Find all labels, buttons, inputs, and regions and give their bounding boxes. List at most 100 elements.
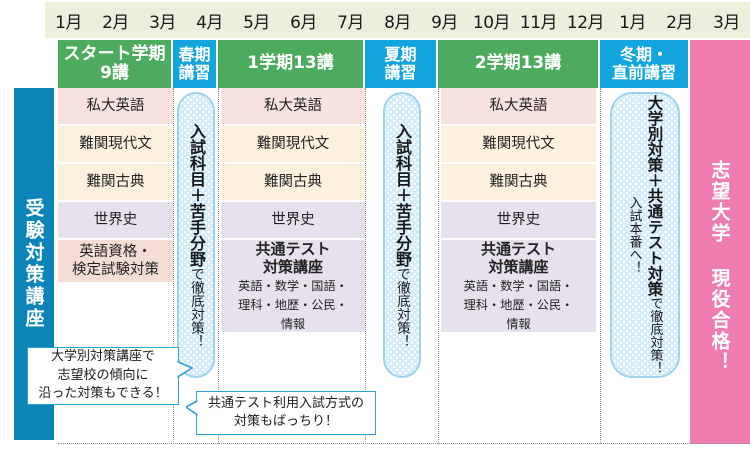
capsule-summer-bold: 入試科目＋苦手分野 bbox=[393, 122, 412, 267]
subject-label: 難関現代文 bbox=[482, 135, 555, 152]
term-header-semester1: 1学期13講 bbox=[218, 40, 365, 88]
month-label: 12月 bbox=[566, 12, 605, 33]
term-title-line1: 1学期13講 bbox=[247, 53, 334, 74]
column-divider bbox=[218, 88, 219, 444]
capsule-winter-program: 大学別対策＋共通テスト対策で徹底対策！入試本番へ！ bbox=[610, 92, 680, 378]
term-title-line2: 9講 bbox=[100, 63, 129, 83]
capsule-spring-program: 入試科目＋苦手分野で徹底対策！ bbox=[177, 92, 215, 378]
sidebar-label-text: 受験対策講座 bbox=[22, 198, 45, 330]
column-divider bbox=[365, 88, 366, 444]
term-header-spring: 春期 講習 bbox=[173, 40, 218, 88]
term-title-line2: 講習 bbox=[178, 63, 211, 82]
kyotsu-title-line2: 対策講座 bbox=[488, 258, 549, 277]
subject-label-line2: 検定試験対策 bbox=[72, 262, 159, 278]
month-label: 5月 bbox=[243, 12, 270, 33]
callout1-line3: 沿った対策もできる！ bbox=[38, 386, 168, 402]
subject-label: 世界史 bbox=[93, 211, 138, 228]
term-title-line1: 2学期13講 bbox=[474, 53, 562, 74]
subject-cell: 世界史 bbox=[58, 202, 173, 240]
term-header-semester2: 2学期13講 bbox=[438, 40, 600, 88]
month-header-row: 1月 2月 3月 4月 5月 6月 7月 8月 9月 10月 11月 12月 1… bbox=[45, 2, 750, 38]
month-label: 8月 bbox=[384, 12, 411, 33]
kyotsu-subjects-line2: 理科・地歴・公民・ bbox=[463, 298, 574, 312]
capsule-winter-line2: 徹底対策！入試本番へ！ bbox=[626, 196, 663, 375]
subject-cell: 私大英語 bbox=[221, 88, 365, 126]
callout2-line2: 対策もばっちり！ bbox=[233, 414, 338, 429]
subject-label: 私大英語 bbox=[489, 97, 548, 114]
callout-university-specific: 大学別対策講座で 志望校の傾向に 沿った対策もできる！ bbox=[27, 347, 179, 405]
term-title-line1: 冬期・ bbox=[619, 45, 668, 65]
term-header-summer: 夏期 講習 bbox=[365, 40, 438, 88]
goal-column: 志望大学 現役合格！ bbox=[690, 88, 750, 444]
month-label: 10月 bbox=[472, 12, 511, 33]
month-label: 2月 bbox=[666, 12, 693, 33]
month-label: 2月 bbox=[102, 12, 129, 33]
column-semester2: 私大英語 難関現代文 難関古典 世界史 共通テスト 対策講座 英語・数学・国語・… bbox=[441, 88, 596, 444]
baseline-divider bbox=[58, 443, 750, 444]
term-title-line1: スタート学期 bbox=[63, 43, 166, 64]
subject-label: 難関古典 bbox=[264, 173, 322, 190]
goal-label: 志望大学 現役合格！ bbox=[708, 159, 731, 373]
month-label: 3月 bbox=[713, 12, 740, 33]
month-label: 3月 bbox=[149, 12, 176, 33]
subject-cell: 難関現代文 bbox=[221, 126, 365, 164]
subject-cell: 私大英語 bbox=[441, 88, 596, 126]
capsule-summer-program: 入試科目＋苦手分野で徹底対策！ bbox=[383, 92, 421, 378]
month-label: 7月 bbox=[337, 12, 364, 33]
column-divider bbox=[600, 88, 601, 444]
kyotsu-title-line1: 共通テスト bbox=[255, 239, 331, 258]
capsule-summer-rest: で徹底対策！ bbox=[394, 266, 410, 348]
capsule-spring-text: 入試科目＋苦手分野で徹底対策！ bbox=[184, 123, 208, 348]
term-title-line1: 春期 bbox=[178, 45, 211, 65]
callout1-line1: 大学別対策講座で bbox=[50, 349, 155, 365]
subject-cell: 難関現代文 bbox=[58, 126, 173, 164]
kyotsu-subjects-line1: 英語・数学・国語・ bbox=[463, 279, 574, 294]
subject-label: 私大英語 bbox=[86, 97, 145, 114]
subject-label: 世界史 bbox=[496, 211, 541, 228]
month-label: 1月 bbox=[55, 12, 82, 33]
capsule-spring-bold: 入試科目＋苦手分野 bbox=[187, 122, 206, 267]
capsule-winter-text: 大学別対策＋共通テスト対策で徹底対策！入試本番へ！ bbox=[625, 94, 666, 376]
capsule-spring-rest: で徹底対策！ bbox=[188, 266, 204, 348]
subject-label: 難関現代文 bbox=[256, 135, 330, 152]
subject-cell: 私大英語 bbox=[58, 88, 173, 126]
subject-label: 世界史 bbox=[271, 211, 315, 228]
subject-cell: 難関古典 bbox=[221, 164, 365, 202]
capsule-summer-text: 入試科目＋苦手分野で徹底対策！ bbox=[390, 123, 414, 348]
month-label: 9月 bbox=[431, 12, 458, 33]
kyotsu-subjects-line3: 情報 bbox=[506, 316, 531, 331]
term-header-winter: 冬期・ 直前講習 bbox=[600, 40, 690, 88]
subject-cell-kyotsu-test: 共通テスト 対策講座 英語・数学・国語・ 理科・地歴・公民・ 情報 bbox=[221, 240, 365, 332]
kyotsu-subjects-line3: 情報 bbox=[280, 316, 306, 331]
timeline-body: 私大英語 難関現代文 難関古典 世界史 英語資格・ 検定試験対策 入試科目＋苦手… bbox=[58, 88, 750, 444]
term-title-line1: 夏期 bbox=[384, 45, 417, 65]
subject-label: 難関古典 bbox=[86, 173, 145, 190]
term-header-start: スタート学期 9講 bbox=[58, 40, 173, 88]
subject-cell: 世界史 bbox=[221, 202, 365, 240]
kyotsu-subjects-line2: 理科・地歴・公民・ bbox=[238, 298, 348, 312]
column-semester1: 私大英語 難関現代文 難関古典 世界史 共通テスト 対策講座 英語・数学・国語・… bbox=[221, 88, 365, 444]
kyotsu-title-line1: 共通テスト bbox=[480, 239, 556, 258]
column-start-term: 私大英語 難関現代文 難関古典 世界史 英語資格・ 検定試験対策 bbox=[58, 88, 173, 444]
subject-cell: 難関古典 bbox=[441, 164, 596, 202]
term-title-line2: 直前講習 bbox=[611, 63, 676, 82]
callout1-pointer-icon bbox=[176, 360, 194, 379]
callout-kyotsu-test-usage: 共通テスト利用入試方式の 対策もばっちり！ bbox=[196, 391, 376, 435]
column-divider bbox=[438, 88, 439, 444]
subject-cell: 世界史 bbox=[441, 202, 596, 240]
month-label: 1月 bbox=[619, 12, 646, 33]
subject-label: 難関古典 bbox=[489, 173, 548, 190]
callout1-line2: 志望校の傾向に bbox=[57, 367, 149, 383]
kyotsu-title-line2: 対策講座 bbox=[262, 258, 323, 277]
subject-label-line1: 英語資格・ bbox=[79, 243, 152, 260]
month-label: 4月 bbox=[196, 12, 223, 33]
term-title-line2: 講習 bbox=[384, 63, 417, 82]
callout2-line1: 共通テスト利用入試方式の bbox=[207, 395, 364, 411]
callout2-pointer-icon bbox=[186, 398, 200, 418]
subject-label: 難関現代文 bbox=[79, 135, 152, 152]
capsule-winter-rest: で bbox=[647, 296, 663, 310]
kyotsu-subjects-line1: 英語・数学・国語・ bbox=[238, 279, 348, 294]
subject-cell: 難関古典 bbox=[58, 164, 173, 202]
subject-cell-kyotsu-test: 共通テスト 対策講座 英語・数学・国語・ 理科・地歴・公民・ 情報 bbox=[441, 240, 596, 332]
